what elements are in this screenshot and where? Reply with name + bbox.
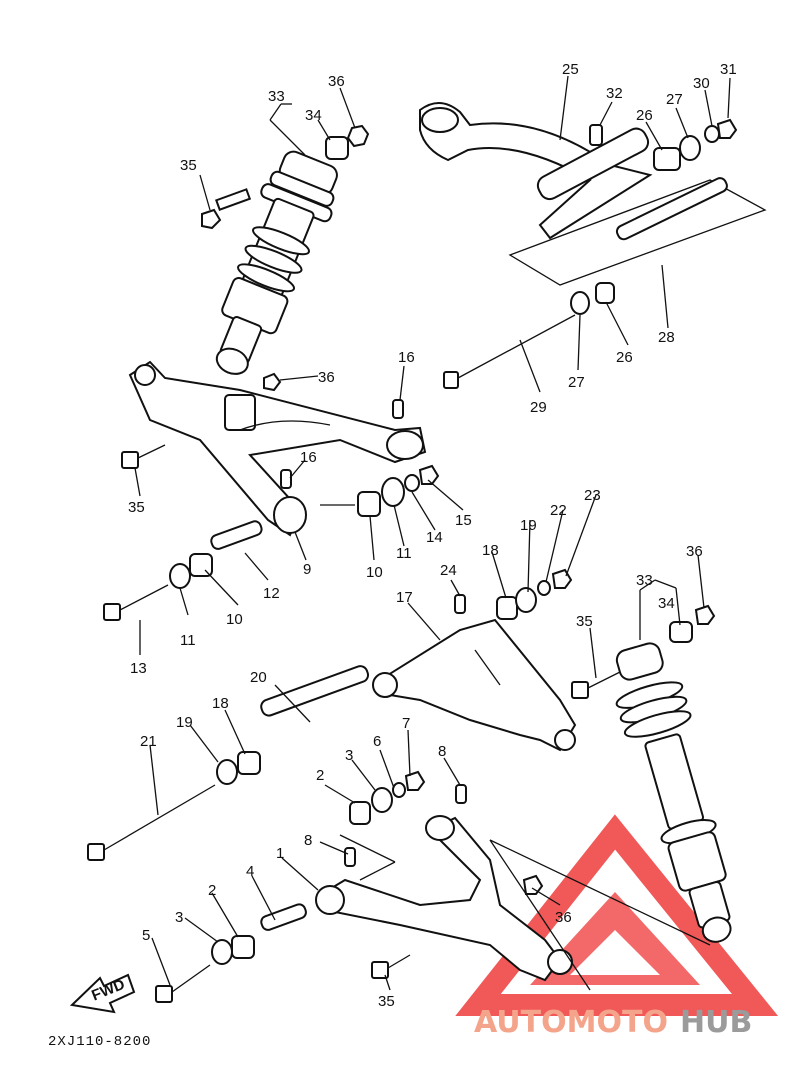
- callout-26b: 26: [616, 349, 633, 366]
- watermark-brand: AUTOMOTO HUB: [474, 1005, 752, 1040]
- callout-6: 6: [373, 733, 381, 750]
- callout-18b: 18: [212, 695, 229, 712]
- callout-35d: 35: [378, 993, 395, 1010]
- callout-21: 21: [140, 733, 157, 750]
- callout-34b: 34: [658, 595, 675, 612]
- callout-2b: 2: [208, 882, 216, 899]
- callout-1: 1: [276, 845, 284, 862]
- callout-31: 31: [720, 61, 737, 78]
- callout-33a: 33: [268, 88, 285, 105]
- callout-24: 24: [440, 562, 457, 579]
- lower-shock-absorber: [571, 604, 732, 943]
- callout-26a: 26: [636, 107, 653, 124]
- callout-35c: 35: [576, 613, 593, 630]
- callout-28: 28: [658, 329, 675, 346]
- callout-22: 22: [550, 502, 567, 519]
- callout-35a: 35: [180, 157, 197, 174]
- callout-12: 12: [263, 585, 280, 602]
- callout-17: 17: [396, 589, 413, 606]
- callout-19b: 19: [176, 714, 193, 731]
- callout-10a: 10: [366, 564, 383, 581]
- callout-16a: 16: [398, 349, 415, 366]
- callout-36c: 36: [686, 543, 703, 560]
- callout-29: 29: [530, 399, 547, 416]
- bottom-lower-arm: [155, 770, 711, 1003]
- callout-27b: 27: [568, 374, 585, 391]
- callout-labels: 33 34 36 35 25 32 27 30 31 26 16 36 28 2…: [128, 61, 737, 1010]
- left-lower-arm: [121, 360, 427, 537]
- callout-36b: 36: [318, 369, 335, 386]
- callout-36d: 36: [555, 909, 572, 926]
- long-bolt-29: [443, 282, 615, 389]
- callout-30: 30: [693, 75, 710, 92]
- callout-18a: 18: [482, 542, 499, 559]
- callout-9: 9: [303, 561, 311, 578]
- upper-shock-absorber: [201, 124, 370, 375]
- callout-32: 32: [606, 85, 623, 102]
- callout-13: 13: [130, 660, 147, 677]
- callout-10b: 10: [226, 611, 243, 628]
- fwd-arrow-icon: FWD: [69, 973, 136, 1014]
- callout-35b: 35: [128, 499, 145, 516]
- brand-part2: HUB: [680, 1005, 752, 1040]
- callout-16b: 16: [300, 449, 317, 466]
- callout-25: 25: [562, 61, 579, 78]
- callout-8b: 8: [304, 832, 312, 849]
- callout-15: 15: [455, 512, 472, 529]
- callout-20: 20: [250, 669, 267, 686]
- callout-19a: 19: [520, 517, 537, 534]
- callout-7: 7: [402, 715, 410, 732]
- bushing-set-upper: [357, 464, 440, 517]
- upper-right-arm: [419, 102, 767, 286]
- brand-part1: AUTOMOTO: [474, 1005, 668, 1040]
- callout-8a: 8: [438, 743, 446, 760]
- callout-23: 23: [584, 487, 601, 504]
- callout-3a: 3: [345, 747, 353, 764]
- diagram-code: 2XJ110-8200: [48, 1034, 151, 1050]
- middle-upper-arm: [372, 568, 577, 752]
- callout-11b: 11: [180, 632, 196, 649]
- pivot-set-left: [103, 520, 263, 621]
- callout-4: 4: [246, 863, 254, 880]
- callout-33b: 33: [636, 572, 653, 589]
- callout-3b: 3: [175, 909, 183, 926]
- callout-2a: 2: [316, 767, 324, 784]
- callout-34a: 34: [305, 107, 322, 124]
- callout-5: 5: [142, 927, 150, 944]
- callout-36a: 36: [328, 73, 345, 90]
- callout-27a: 27: [666, 91, 683, 108]
- pivot-set-middle: [87, 665, 370, 861]
- callout-11a: 11: [396, 545, 412, 562]
- leader-lines: [134, 75, 731, 991]
- callout-14: 14: [426, 529, 443, 546]
